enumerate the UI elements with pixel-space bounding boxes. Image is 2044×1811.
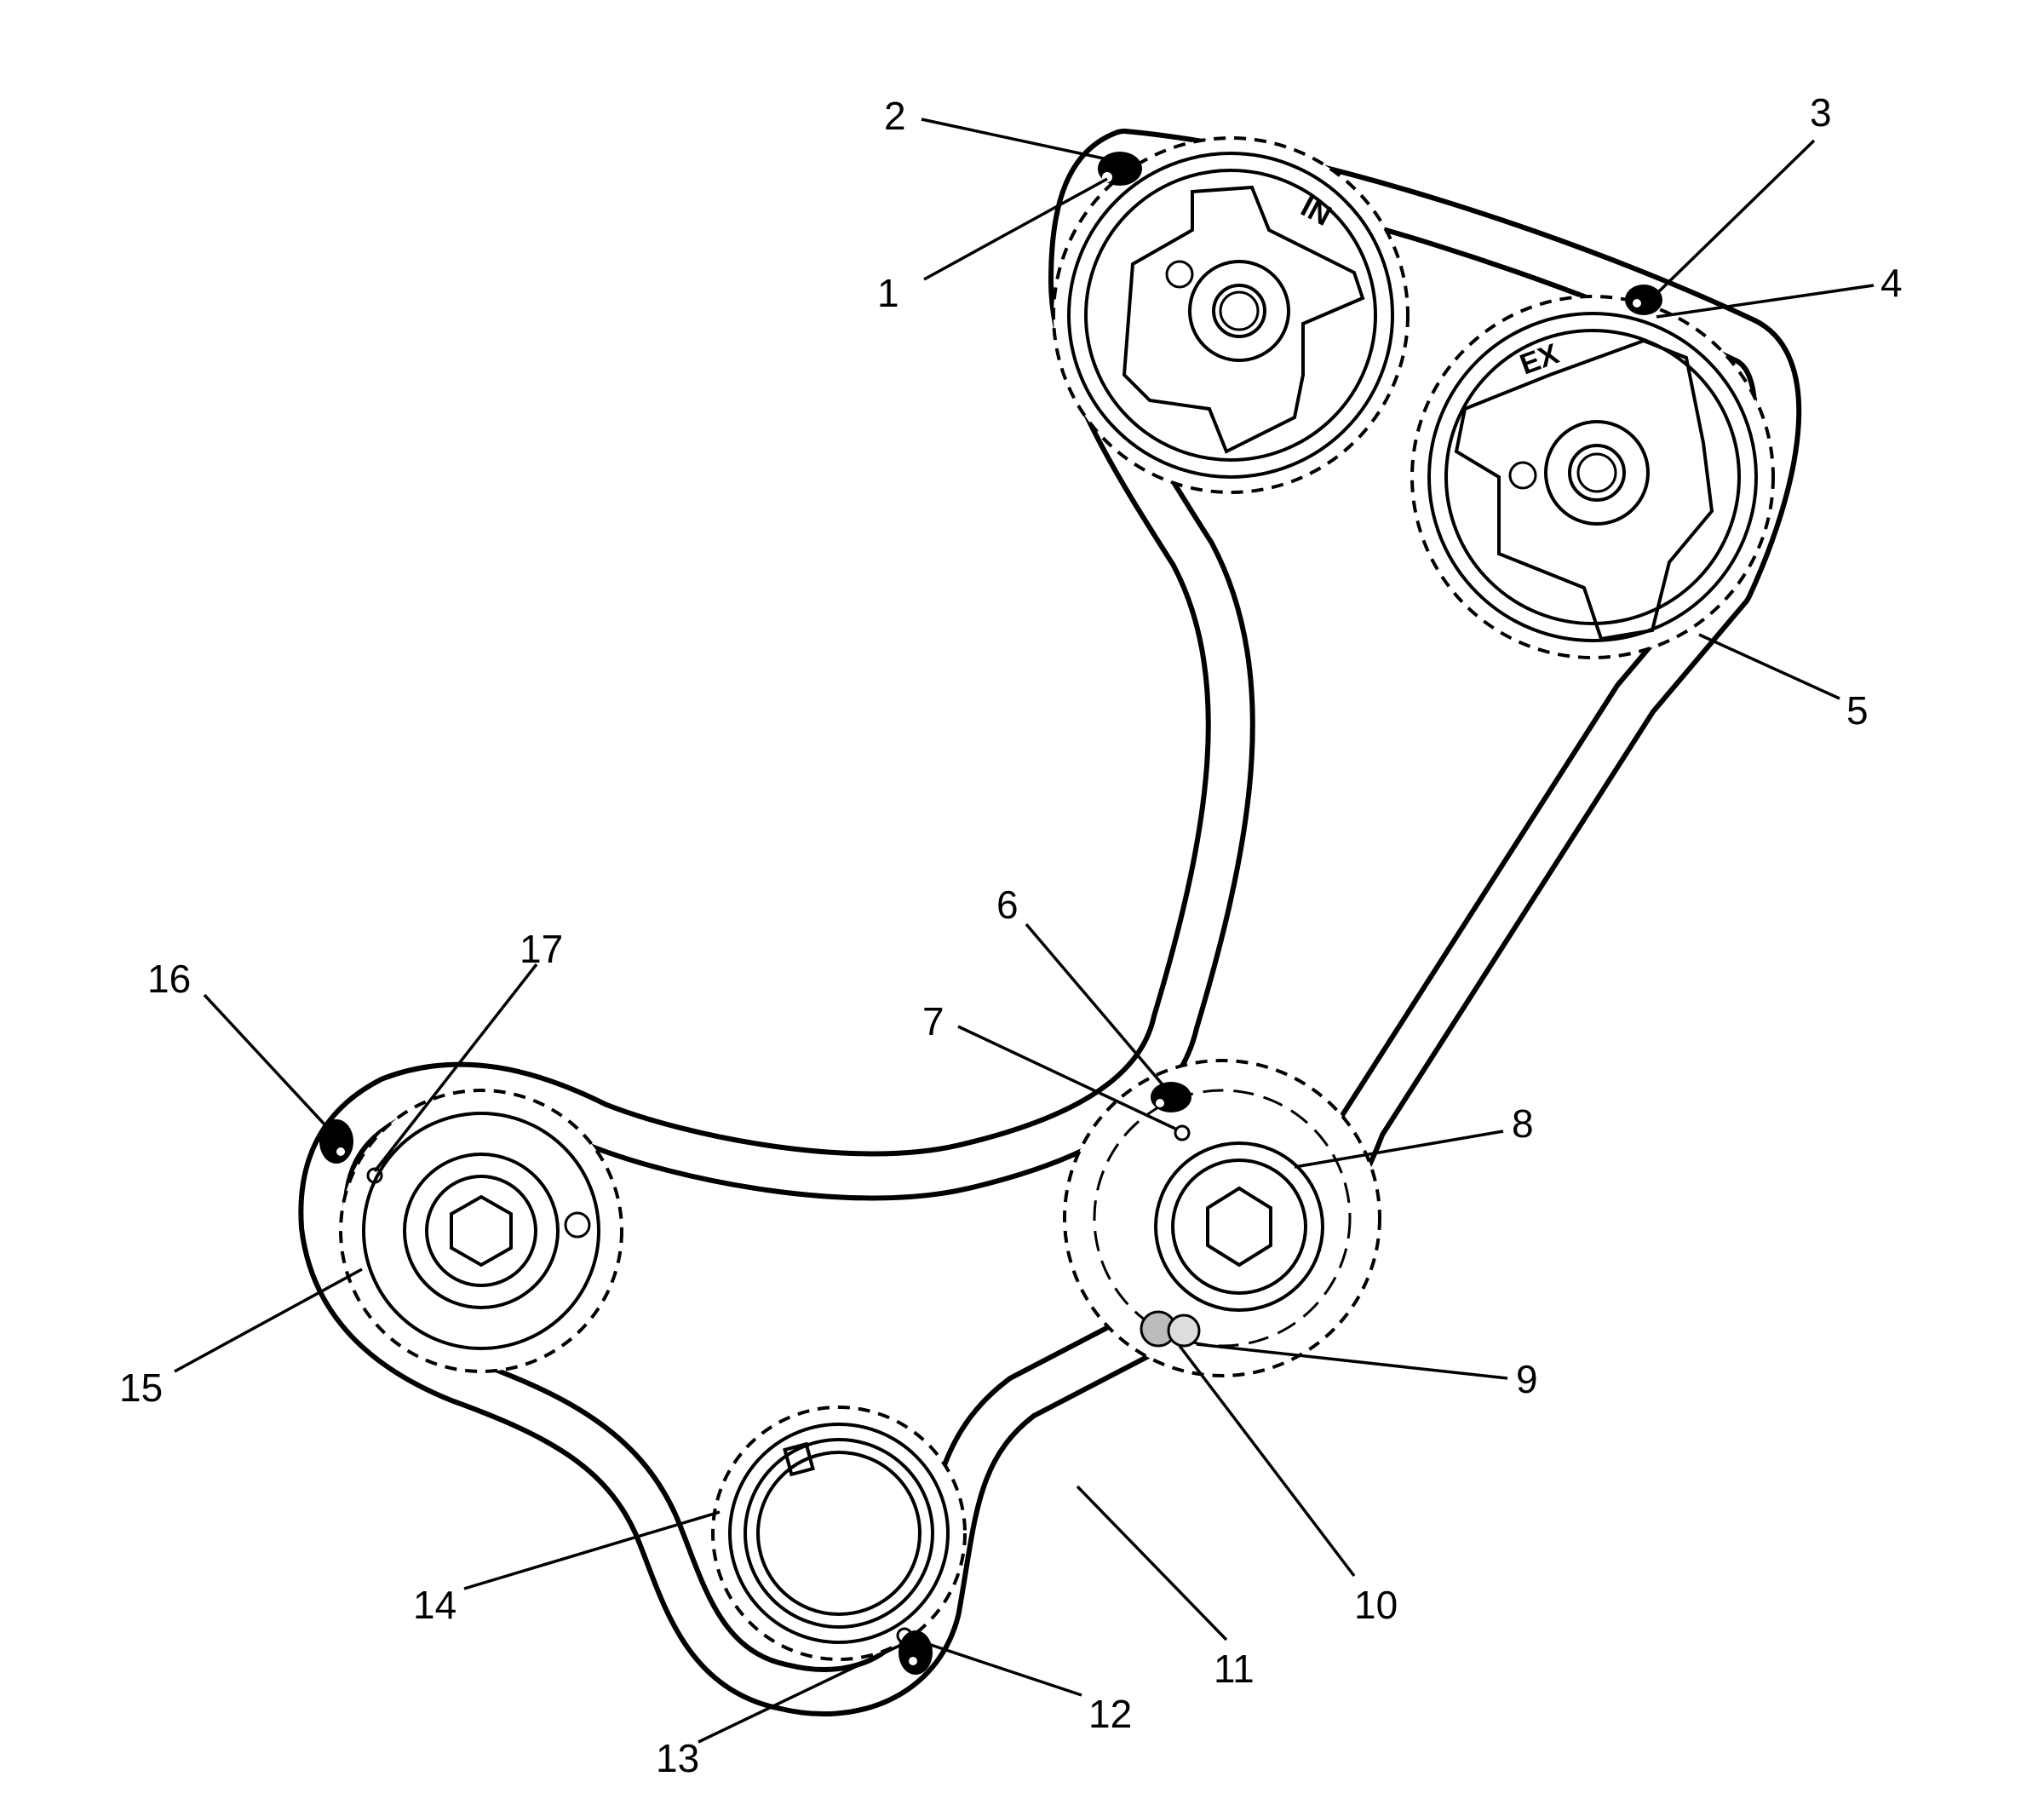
leader-lines bbox=[174, 118, 1875, 1744]
left-sprocket bbox=[339, 1089, 623, 1373]
callout-14: 14 bbox=[413, 1583, 456, 1627]
timing-link-idler bbox=[1151, 1082, 1191, 1112]
callout-16: 16 bbox=[147, 957, 191, 1001]
callout-7: 7 bbox=[922, 999, 944, 1043]
callout-3: 3 bbox=[1810, 90, 1832, 135]
callout-8: 8 bbox=[1512, 1101, 1534, 1146]
idler-timing-dot bbox=[1174, 1124, 1191, 1141]
idler-sprocket bbox=[1063, 1059, 1381, 1377]
intake-camshaft-sprocket: IN bbox=[1052, 136, 1410, 494]
callout-labels: 1 2 3 4 5 6 7 8 9 10 11 12 13 14 15 16 1… bbox=[119, 90, 1903, 1780]
callout-9: 9 bbox=[1516, 1357, 1538, 1401]
timing-chain-primary bbox=[298, 129, 1802, 1716]
idler-stud-marker-2 bbox=[1167, 1314, 1201, 1348]
callout-17: 17 bbox=[520, 927, 563, 971]
callout-12: 12 bbox=[1088, 1692, 1132, 1736]
exhaust-camshaft-sprocket: EX bbox=[1410, 295, 1775, 659]
left-timing-dot bbox=[366, 1167, 383, 1184]
sprocket-timing-dots bbox=[366, 1124, 1191, 1644]
crankshaft-sprocket bbox=[711, 1406, 967, 1661]
timing-link-exhaust bbox=[1625, 285, 1662, 315]
callout-11: 11 bbox=[1214, 1647, 1255, 1691]
callout-15: 15 bbox=[119, 1365, 163, 1410]
timing-link-left bbox=[319, 1119, 353, 1164]
callout-1: 1 bbox=[877, 271, 899, 315]
callout-10: 10 bbox=[1354, 1583, 1398, 1627]
callout-4: 4 bbox=[1880, 261, 1903, 305]
crank-timing-dot bbox=[896, 1627, 913, 1644]
callout-2: 2 bbox=[884, 94, 906, 138]
callout-6: 6 bbox=[996, 883, 1019, 927]
callout-5: 5 bbox=[1846, 688, 1869, 733]
callout-13: 13 bbox=[656, 1736, 699, 1780]
timing-link-crank bbox=[899, 1630, 933, 1675]
